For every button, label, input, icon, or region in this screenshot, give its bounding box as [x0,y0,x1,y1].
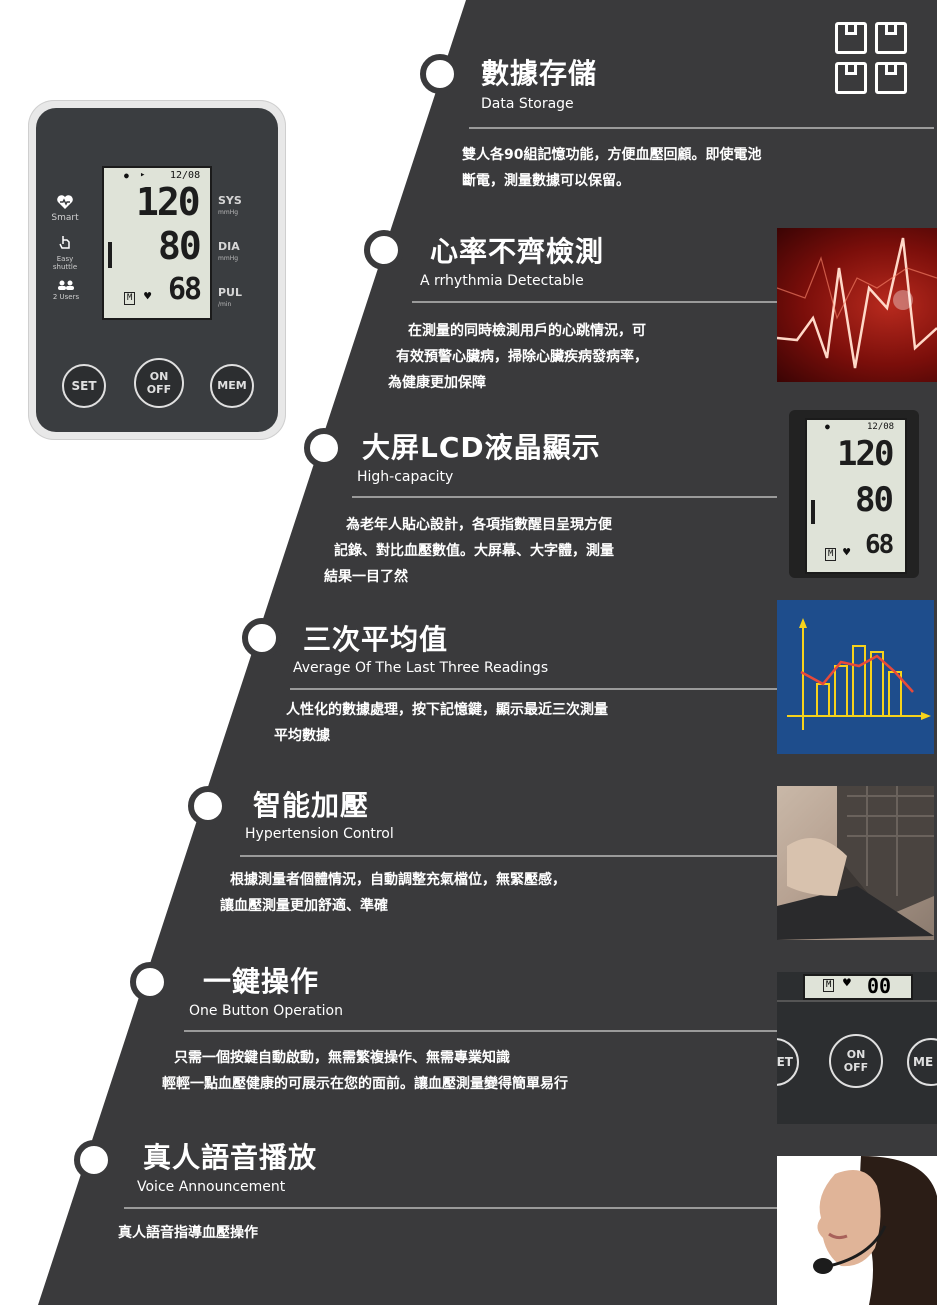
feature-subtitle: Data Storage [481,96,574,112]
easy-shuttle-label: Easy shuttle [52,255,78,271]
feature-bullet [420,54,460,94]
feature-subtitle: Voice Announcement [137,1179,286,1195]
feature-description: 只需一個按鍵自動啟動，無需繁複操作、無需專業知識 輕輕一點血壓健康的可展示在您的… [162,1050,568,1092]
feature-description: 在測量的同時檢測用戶的心跳情況，可 有效預警心臟病，掃除心臟疾病發病率， 為健康… [388,323,648,391]
feature-subtitle: Average Of The Last Three Readings [293,660,549,676]
feature-subtitle: High-capacity [357,469,454,485]
lcd-pulse: 68 [865,530,894,560]
memory-storage-icon [875,62,907,94]
smart-label: Smart [51,213,79,223]
lcd-heart-icon: ♥ [144,289,152,303]
lcd-reading: 00 [867,974,892,998]
average-chart-image [777,600,934,754]
feature-description: 根據測量者個體情況，自動調整充氣檔位，無緊壓感， 讓血壓測量更加舒適、準確 [220,872,566,914]
lcd-irregular-bar [108,242,112,268]
lcd-memory-badge: M [124,292,136,305]
feature-title: 心率不齊檢測 [430,235,605,268]
feature-divider [352,496,777,498]
feature-title: 真人語音播放 [143,1141,318,1174]
lcd-voice-icon: ▸ [140,170,146,180]
feature-bullet [188,786,228,826]
mem-button-fragment: ME [907,1038,937,1086]
two-users-icon: 2 Users [50,280,82,301]
feature-divider [412,301,777,303]
feature-divider [124,1207,777,1209]
lcd-systolic: 120 [136,180,201,224]
two-users-label: 2 Users [52,293,80,301]
closeup-lcd-strip: M ♥ 00 [803,974,913,1000]
feature-bullet [304,428,344,468]
feature-title: 數據存儲 [481,57,598,90]
feature-bullet [364,230,404,270]
blood-pressure-monitor-image: Smart Easy shuttle 2 Users ● ▸ 12/08 120… [28,100,286,440]
feature-subtitle: A rrhythmia Detectable [420,273,584,289]
mem-button: MEM [210,364,254,408]
feature-divider [184,1030,777,1032]
closeup-lcd-screen: ● 12/08 120 80 68 M ♥ [805,418,907,574]
easy-shuttle-hand-icon: Easy shuttle [48,234,82,271]
feature-description: 為老年人貼心設計，各項指數醒目呈現方便 記錄、對比血壓數值。大屏幕、大字體，測量… [324,517,614,585]
lcd-user-icon: ● [825,422,830,431]
closeup-divider [777,1000,937,1002]
feature-title: 大屏LCD液晶顯示 [362,431,601,464]
lcd-user-icon: ● [124,171,129,180]
set-button-fragment: ET [777,1038,799,1086]
smart-heart-icon: Smart [50,194,80,223]
device-lcd-screen: ● ▸ 12/08 120 80 68 M ♥ [102,166,212,320]
memory-storage-icon [875,22,907,54]
lcd-date: 12/08 [867,422,895,432]
feature-description: 雙人各90組記憶功能，方便血壓回顧。即使電池 斷電，測量數據可以保留。 [462,147,762,189]
feature-bullet [242,618,282,658]
lcd-memory-badge: M [825,548,837,561]
feature-title: 智能加壓 [253,789,370,822]
lcd-closeup-photo: ● 12/08 120 80 68 M ♥ [789,410,919,578]
pul-label: PUL/min [218,286,243,308]
heartbeat-photo [777,228,937,382]
arm-cuff-photo [777,786,934,940]
feature-subtitle: One Button Operation [189,1003,343,1019]
lcd-irregular-bar [811,500,815,524]
lcd-date: 12/08 [170,170,201,181]
lcd-systolic: 120 [837,434,894,474]
lcd-diastolic: 80 [158,224,202,268]
feature-divider [290,688,777,690]
feature-divider [240,855,777,857]
feature-divider [469,127,934,129]
feature-title: 三次平均值 [303,623,449,656]
lcd-diastolic: 80 [855,480,894,520]
lcd-memory-badge: M [823,979,835,992]
feature-bullet [130,962,170,1002]
set-button: SET [62,364,106,408]
feature-subtitle: Hypertension Control [245,826,394,842]
feature-description: 人性化的數據處理，按下記憶鍵，顯示最近三次測量 平均數據 [274,702,608,744]
feature-description: 真人語音指導血壓操作 [118,1225,258,1241]
lcd-heart-icon: ♥ [843,545,851,559]
lcd-pulse: 68 [168,272,202,307]
headset-operator-photo [777,1156,937,1305]
lcd-heart-icon: ♥ [843,976,851,991]
memory-storage-icon [835,22,867,54]
feature-title: 一鍵操作 [203,965,320,998]
feature-bullet [74,1140,114,1180]
memory-storage-icon [835,62,867,94]
